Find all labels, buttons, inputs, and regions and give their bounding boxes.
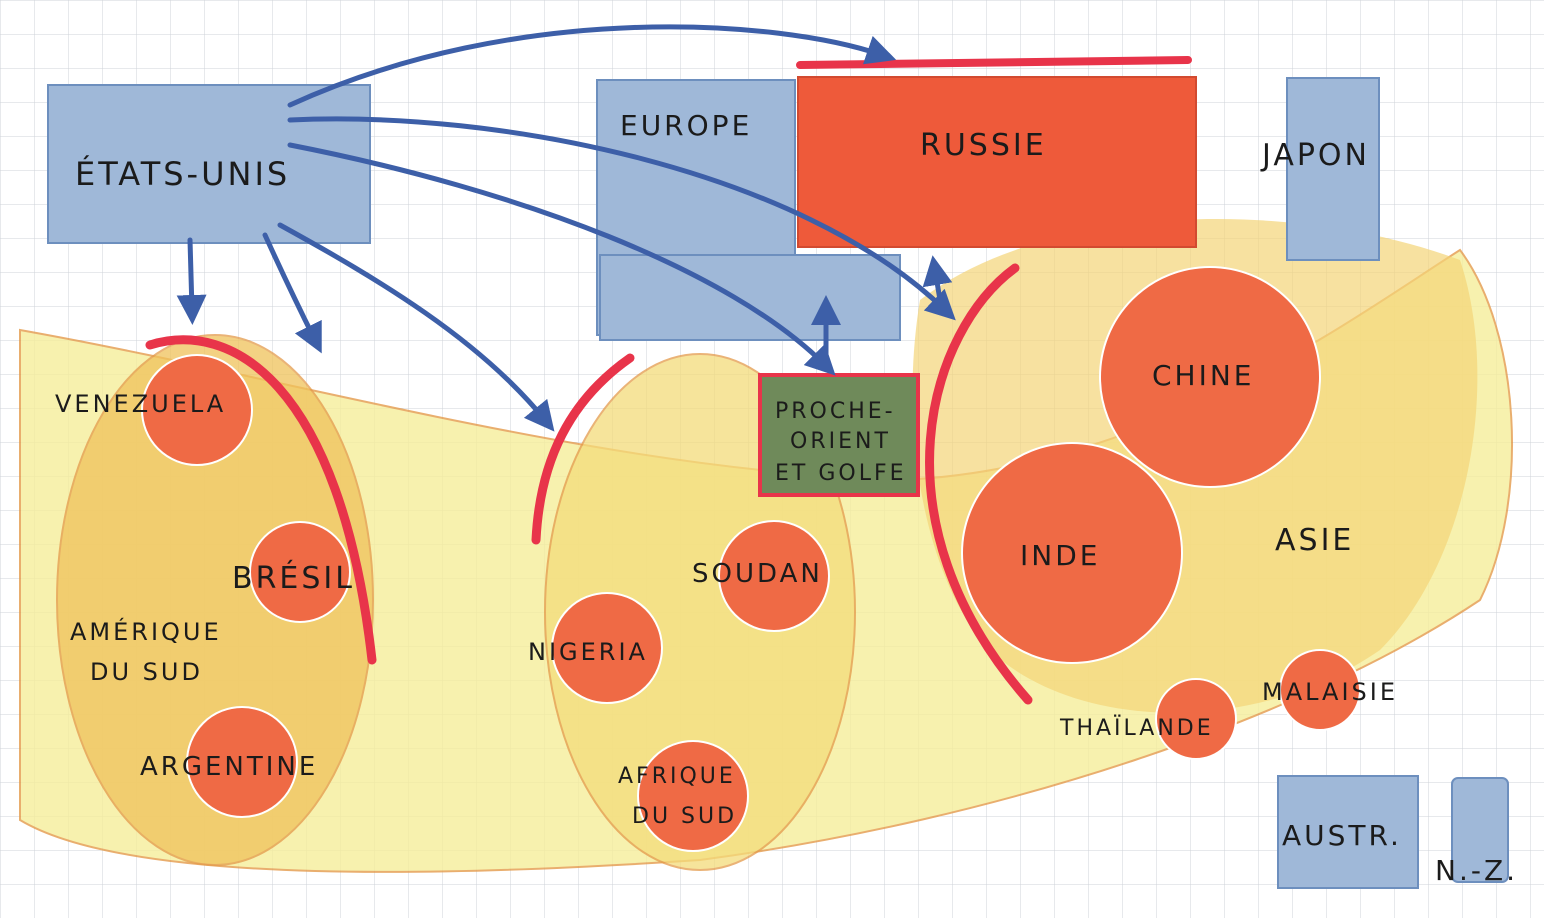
red-boundary-america bbox=[145, 335, 377, 665]
arrow-asia-europe bbox=[922, 255, 953, 303]
label-middle-east-3: ET GOLFE bbox=[775, 461, 907, 486]
red-boundary-africa bbox=[531, 353, 635, 545]
label-asia: ASIE bbox=[1275, 523, 1354, 558]
label-india: INDE bbox=[1020, 539, 1100, 572]
label-south-america-2: DU SUD bbox=[90, 658, 203, 686]
europe-extension bbox=[599, 254, 901, 341]
disc-china bbox=[1099, 266, 1321, 488]
russia-block bbox=[797, 76, 1197, 248]
australia-block bbox=[1277, 775, 1419, 889]
disc-nigeria bbox=[551, 592, 663, 704]
label-sudan: SOUDAN bbox=[692, 559, 823, 589]
new-zealand-block bbox=[1451, 777, 1509, 883]
label-south-america-1: AMÉRIQUE bbox=[70, 617, 222, 646]
label-new-zealand: N.-Z. bbox=[1435, 854, 1518, 887]
usa-block bbox=[47, 84, 371, 244]
label-russia: RUSSIE bbox=[920, 128, 1047, 163]
disc-malaysia bbox=[1279, 649, 1361, 731]
label-nigeria: NIGERIA bbox=[528, 638, 648, 666]
label-middle-east-1: PROCHE- bbox=[775, 399, 896, 424]
arrow-usa-russia bbox=[287, 24, 897, 108]
label-middle-east-2: ORIENT bbox=[790, 429, 891, 454]
middle-east-block bbox=[758, 373, 920, 497]
label-venezuela: VENEZUELA bbox=[55, 390, 226, 418]
arrow-usa-middle-east bbox=[287, 142, 836, 376]
disc-brazil bbox=[249, 521, 351, 623]
label-thailand: THAÏLANDE bbox=[1059, 715, 1214, 741]
disc-venezuela bbox=[141, 354, 253, 466]
arrow-usa-brazil bbox=[262, 232, 322, 354]
label-europe: EUROPE bbox=[620, 109, 752, 142]
arrow-usa-africa bbox=[277, 222, 555, 432]
disc-thailand bbox=[1155, 678, 1237, 760]
disc-argentina bbox=[186, 706, 298, 818]
disc-south-africa bbox=[637, 740, 749, 852]
japan-block bbox=[1286, 77, 1380, 261]
label-argentina: ARGENTINE bbox=[140, 752, 318, 782]
disc-sudan bbox=[718, 520, 830, 632]
label-malaysia: MALAISIE bbox=[1262, 678, 1398, 706]
arrow-usa-asia bbox=[287, 116, 956, 321]
label-china: CHINE bbox=[1152, 359, 1255, 392]
south-america-oval bbox=[56, 334, 374, 866]
label-usa: ÉTATS-UNIS bbox=[75, 155, 290, 193]
label-japan: JAPON bbox=[1260, 138, 1370, 173]
arrow-usa-venezuela bbox=[176, 237, 207, 325]
red-boundary-asia bbox=[925, 263, 1033, 705]
label-brazil: BRÉSIL bbox=[232, 560, 355, 596]
label-south-africa-1: AFRIQUE bbox=[618, 764, 736, 789]
red-boundary-russia bbox=[796, 56, 1192, 69]
label-south-africa-2: DU SUD bbox=[632, 804, 737, 829]
disc-india bbox=[961, 442, 1183, 664]
label-australia: AUSTR. bbox=[1282, 819, 1402, 852]
